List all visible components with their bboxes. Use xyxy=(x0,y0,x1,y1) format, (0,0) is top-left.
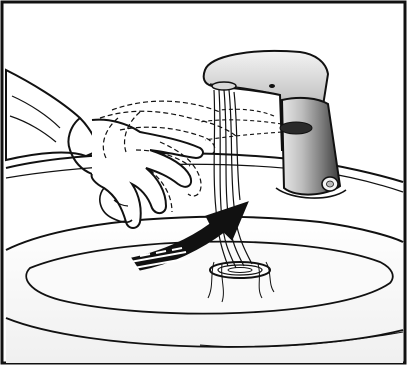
illustration-frame xyxy=(0,0,407,365)
sensor-faucet-illustration xyxy=(0,0,407,365)
